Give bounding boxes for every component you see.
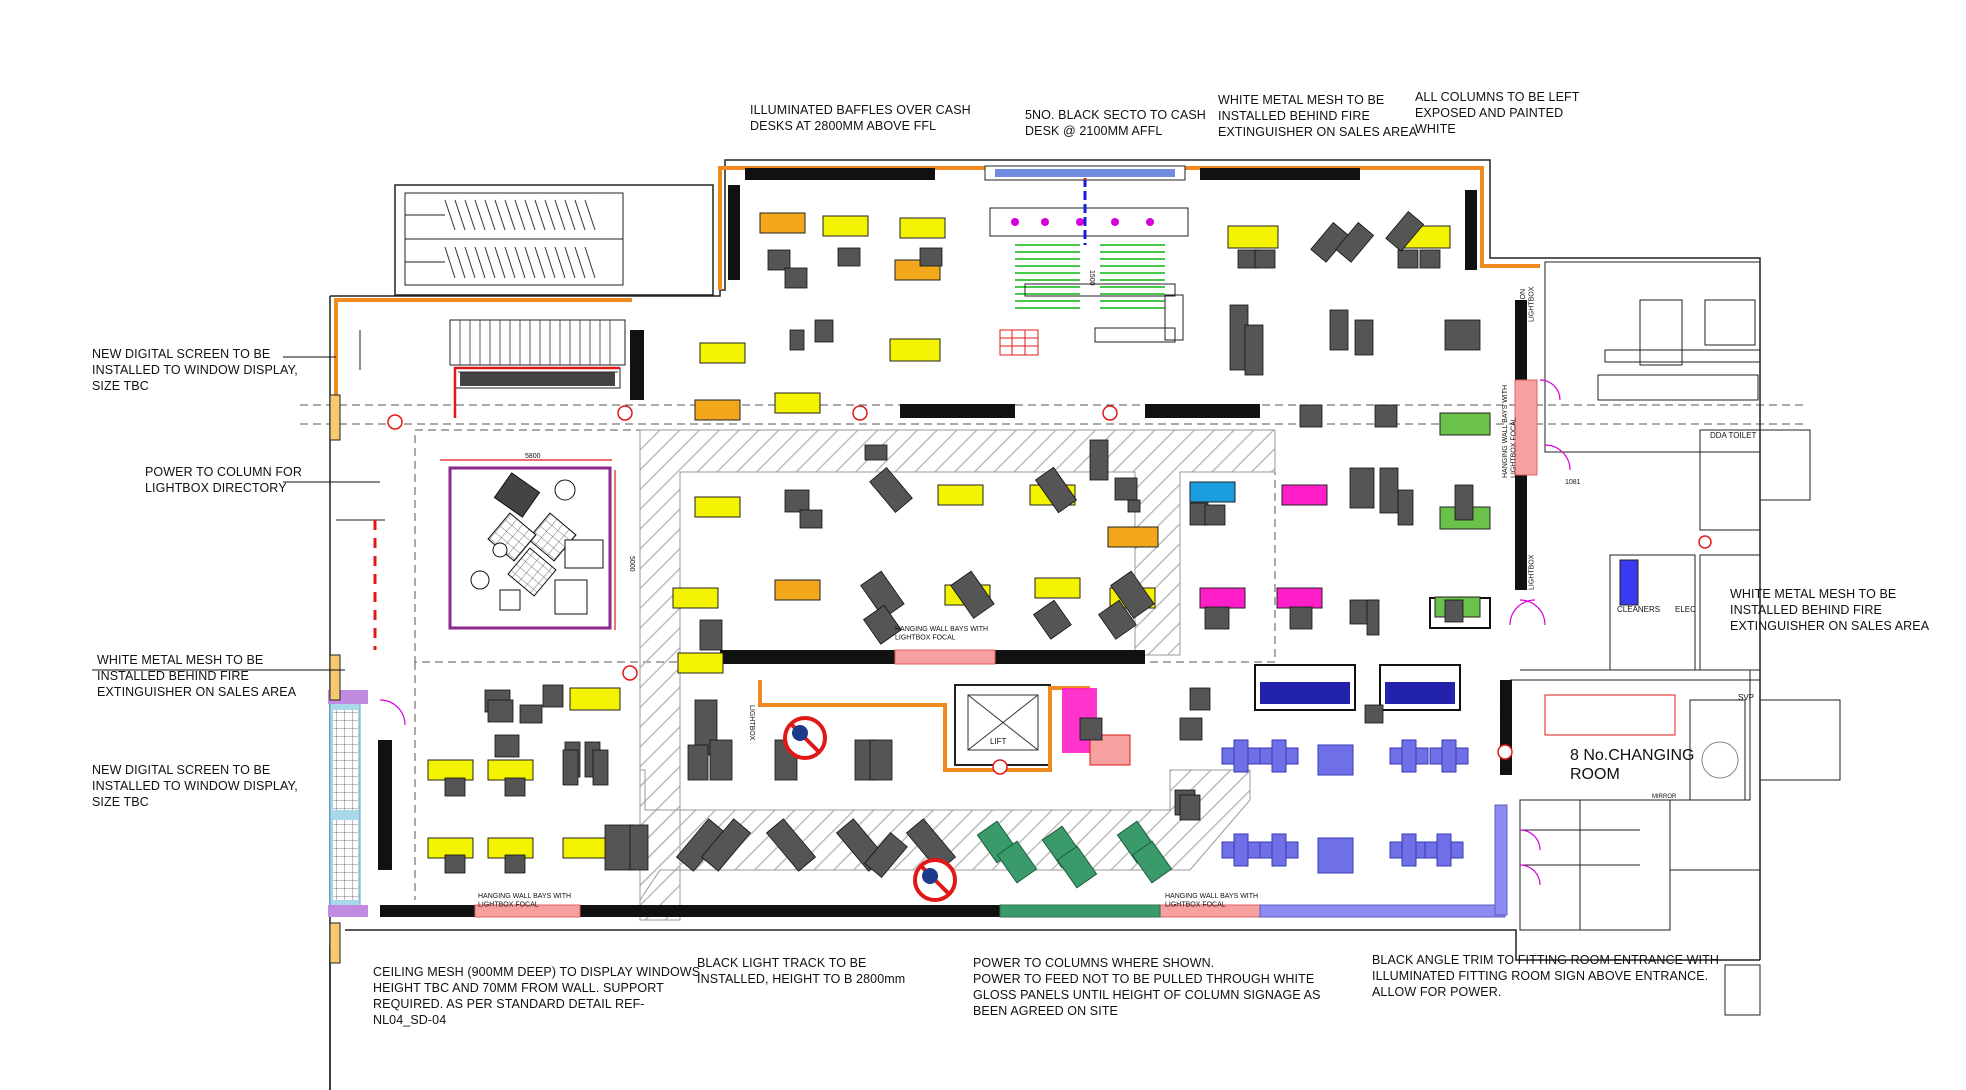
note-secto-cash-desk: 5NO. BLACK SECTO TO CASH DESK @ 2100MM A… <box>1025 108 1206 138</box>
dim-5000: 5000 <box>628 556 635 572</box>
note-metal-mesh-left: WHITE METAL MESH TO BE INSTALLED BEHIND … <box>97 653 297 699</box>
green-fixtures <box>976 820 1173 889</box>
note-metal-mesh-top: WHITE METAL MESH TO BE INSTALLED BEHIND … <box>1218 93 1418 139</box>
note-power-columns: POWER TO COLUMNS WHERE SHOWN. POWER TO F… <box>973 956 1321 1018</box>
dim-1081: 1081 <box>1565 479 1581 486</box>
blue-fixtures <box>1221 739 1469 874</box>
note-power-lightbox: POWER TO COLUMN FOR LIGHTBOX DIRECTORY <box>145 465 303 495</box>
note-digital-screen-bottom: NEW DIGITAL SCREEN TO BE INSTALLED TO WI… <box>92 763 298 809</box>
hanging-bays-label-vertical: HANGING WALL BAYS WITHLIGHTBOX FOCAL <box>1502 385 1517 478</box>
note-columns-painted: ALL COLUMNS TO BE LEFT EXPOSED AND PAINT… <box>1415 90 1580 136</box>
elec-label: ELEC <box>1675 605 1696 614</box>
note-digital-screen-top: NEW DIGITAL SCREEN TO BE INSTALLED TO WI… <box>92 347 298 393</box>
dda-toilet-label: DDA TOILET <box>1710 431 1757 440</box>
door-swings <box>379 379 1571 886</box>
red-wall-line <box>453 366 620 418</box>
svp-label: SVP <box>1738 693 1754 702</box>
stair-left <box>449 319 626 389</box>
note-ceiling-mesh: CEILING MESH (900MM DEEP) TO DISPLAY WIN… <box>373 965 701 1027</box>
hook-lightbox-top-label: HOOK ONLIGHTBOX <box>1520 286 1535 322</box>
cash-desk <box>984 165 1189 343</box>
fire-markers <box>387 405 1712 775</box>
grey-fixtures <box>444 210 1481 878</box>
lightbox-cash-label: LIGHTBOX <box>748 705 755 741</box>
changing-rooms <box>1510 669 1760 931</box>
lightbox-side-label: LIGHTBOX <box>1500 684 1507 720</box>
green-wall-bays <box>999 904 1161 918</box>
note-angle-trim: BLACK ANGLE TRIM TO FITTING ROOM ENTRANC… <box>1372 953 1719 999</box>
pink-racks <box>999 329 1039 356</box>
note-metal-mesh-right: WHITE METAL MESH TO BE INSTALLED BEHIND … <box>1730 587 1930 633</box>
dim-1500: 1500 <box>1088 270 1095 286</box>
no-entry-signs <box>783 716 957 902</box>
back-of-house-right <box>1544 261 1841 1016</box>
note-light-track: BLACK LIGHT TRACK TO BE INSTALLED, HEIGH… <box>697 956 906 986</box>
hanging-wall-bays <box>474 379 1538 918</box>
window-display-left <box>328 330 385 964</box>
mirror-label: MIRROR <box>1652 794 1677 800</box>
cleaners-label: CLEANERS <box>1617 605 1660 614</box>
note-illuminated-baffles: ILLUMINATED BAFFLES OVER CASH DESKS AT 2… <box>750 103 971 133</box>
leader-lines <box>92 356 380 671</box>
purple-display-frame <box>440 459 616 630</box>
black-wall-units <box>378 168 1527 917</box>
blue-wall-bays <box>1259 804 1508 918</box>
escalator-block <box>394 184 714 296</box>
red-dashed-lines <box>373 178 1087 650</box>
hook-lightbox-mid-label: HOOK ONLIGHTBOX <box>1520 554 1535 590</box>
dim-5800: 5800 <box>525 453 541 460</box>
lift-label: LIFT <box>990 737 1007 746</box>
